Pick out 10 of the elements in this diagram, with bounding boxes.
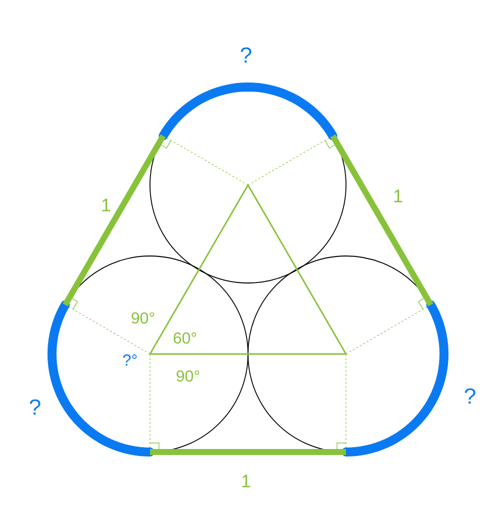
angle-label: 90° [176, 370, 200, 382]
side-label: 1 [102, 198, 110, 212]
unknown-label: ? [30, 399, 40, 415]
angle-label: 90° [132, 312, 154, 324]
unknown-label: ? [240, 47, 252, 63]
side-label: 1 [394, 190, 402, 202]
angle-label: ?° [123, 354, 137, 366]
side-label: 1 [242, 474, 250, 488]
angle-label: 60° [174, 332, 196, 344]
unknown-label: ? [464, 388, 476, 404]
